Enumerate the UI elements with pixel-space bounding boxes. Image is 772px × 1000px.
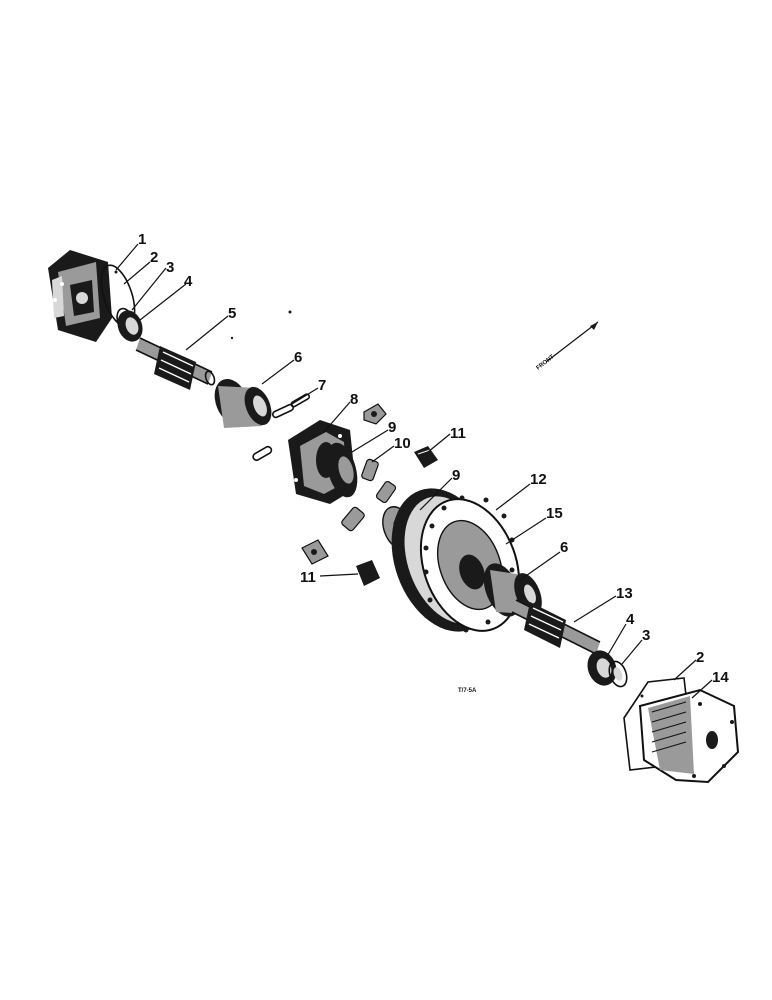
part-14-housing-right — [638, 688, 740, 784]
part-6-bearing-left — [214, 378, 272, 428]
part-13-axle-shaft-right — [511, 599, 601, 655]
part-11-pinion-gear-lower — [356, 560, 380, 586]
callout-13: 13 — [616, 585, 633, 602]
front-direction-arrow: FRONT — [536, 321, 599, 372]
thrust-washer-lower — [301, 539, 329, 565]
part-1-housing-left — [48, 250, 112, 342]
part-11-pinion-gear-upper — [414, 446, 438, 468]
callout-1: 1 — [138, 231, 146, 248]
part-4-bearing-cone-left — [117, 310, 143, 342]
callout-14: 14 — [712, 669, 729, 686]
callout-11-lower: 11 — [300, 569, 316, 586]
callout-9-lower: 9 — [452, 467, 460, 484]
part-6-bearing-right — [483, 563, 542, 617]
callout-6-left: 6 — [294, 349, 302, 366]
callout-12: 12 — [530, 471, 547, 488]
part-4-bearing-cone-right — [587, 650, 617, 686]
callout-3-left: 3 — [166, 259, 174, 276]
part-3-bearing-cup-right — [608, 660, 628, 688]
callout-9-upper: 9 — [388, 419, 396, 436]
callout-numbers: 1 2 3 4 5 6 7 8 9 10 11 9 12 15 6 11 13 … — [138, 231, 729, 686]
callout-8: 8 — [350, 391, 358, 408]
figure-code: T/7-5A — [458, 688, 477, 694]
part-5-axle-shaft-left — [135, 337, 216, 390]
callout-7: 7 — [318, 377, 326, 394]
callout-5: 5 — [228, 305, 236, 322]
part-9-side-gear-upper — [326, 442, 358, 498]
thrust-washer-upper — [363, 403, 387, 425]
callout-6-right: 6 — [560, 539, 568, 556]
front-label: FRONT — [536, 354, 556, 372]
callout-4-right: 4 — [626, 611, 635, 628]
callout-4-left: 4 — [184, 273, 193, 290]
callout-2-right: 2 — [696, 649, 704, 666]
callout-2-left: 2 — [150, 249, 158, 266]
callout-11-upper: 11 — [450, 425, 466, 442]
callout-3-right: 3 — [642, 627, 650, 644]
leader-lines — [115, 243, 713, 699]
callout-15: 15 — [546, 505, 563, 522]
part-7-lock-plates — [230, 310, 311, 461]
part-10-pinion-pins — [341, 458, 397, 532]
callout-10: 10 — [394, 435, 411, 452]
